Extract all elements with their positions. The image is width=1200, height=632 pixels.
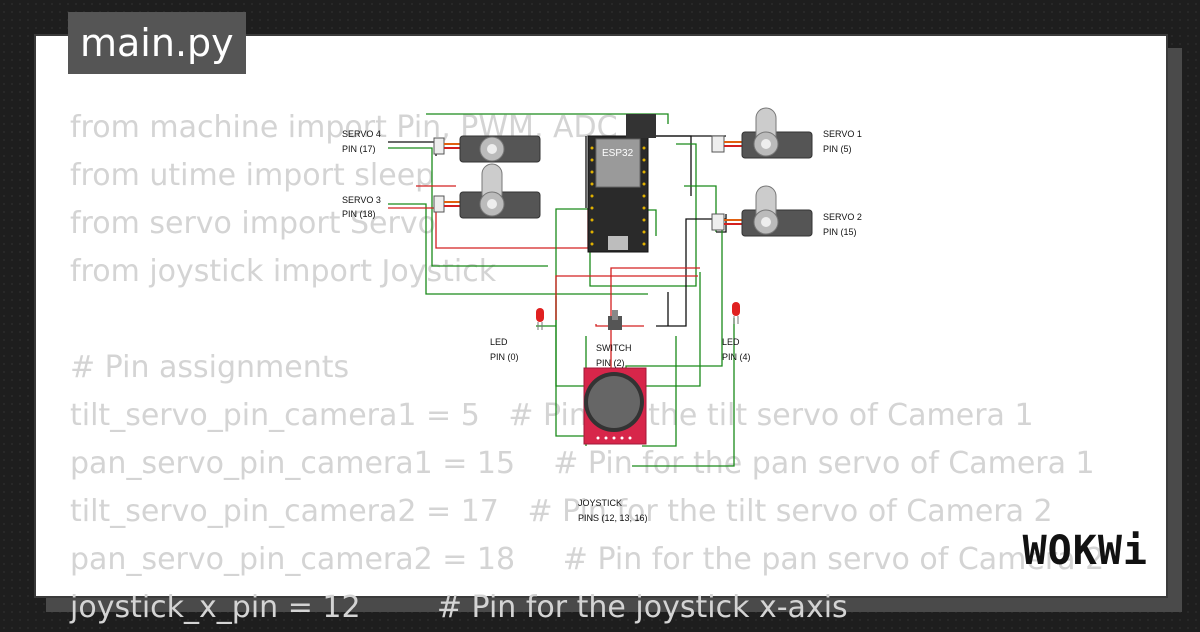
code-line: from joystick import Joystick [70,254,497,289]
file-name-tab: main.py [68,12,246,74]
led-left[interactable] [536,308,544,330]
servo1-label: SERVO 1 [823,129,862,139]
servo-3[interactable] [433,163,541,219]
code-line: tilt_servo_pin_camera1 = 5 # Pin for the… [70,398,1034,433]
joystick-label: JOYSTICK [578,498,622,508]
circuit-diagram: ESP32 [342,107,862,523]
code-line: joystick_x_pin = 12 # Pin for the joysti… [70,590,848,625]
servo2-label: SERVO 2 [823,212,862,222]
code-line: tilt_servo_pin_camera2 = 17 # Pin for th… [70,494,1053,529]
esp32-board[interactable]: ESP32 [587,114,656,253]
code-preview: from machine import Pin, PWM, ADC from ut… [70,104,1104,632]
servo-4[interactable] [433,135,541,163]
code-line: # Pin assignments [70,350,350,385]
joystick-pins: PINS (12, 13, 16) [578,513,648,523]
code-line: pan_servo_pin_camera2 = 18 # Pin for the… [70,542,1105,577]
wokwi-logo: WOKWi [1022,528,1148,574]
code-line: from machine import Pin, PWM, ADC [70,110,618,145]
servo-2[interactable] [711,185,813,237]
led-left-label: LED [490,337,508,347]
led-right-pin: PIN (4) [722,352,751,362]
slide-switch[interactable] [608,310,622,330]
led-right-label: LED [722,337,740,347]
servo4-pin: PIN (17) [342,144,376,154]
code-line: from utime import sleep [70,158,435,193]
servo-1[interactable] [711,107,813,159]
led-left-pin: PIN (0) [490,352,519,362]
switch-label: SWITCH [596,343,632,353]
preview-card: from machine import Pin, PWM, ADC from ut… [34,34,1168,625]
joystick-module[interactable] [583,367,647,445]
servo3-label: SERVO 3 [342,195,381,205]
servo1-pin: PIN (5) [823,144,852,154]
servo2-pin: PIN (15) [823,227,857,237]
esp32-label: ESP32 [602,148,634,159]
servo3-pin: PIN (18) [342,209,376,219]
led-right[interactable] [732,302,740,324]
servo4-label: SERVO 4 [342,129,381,139]
switch-pin: PIN (2) [596,358,625,368]
code-line: from servo import Servo [70,206,436,241]
